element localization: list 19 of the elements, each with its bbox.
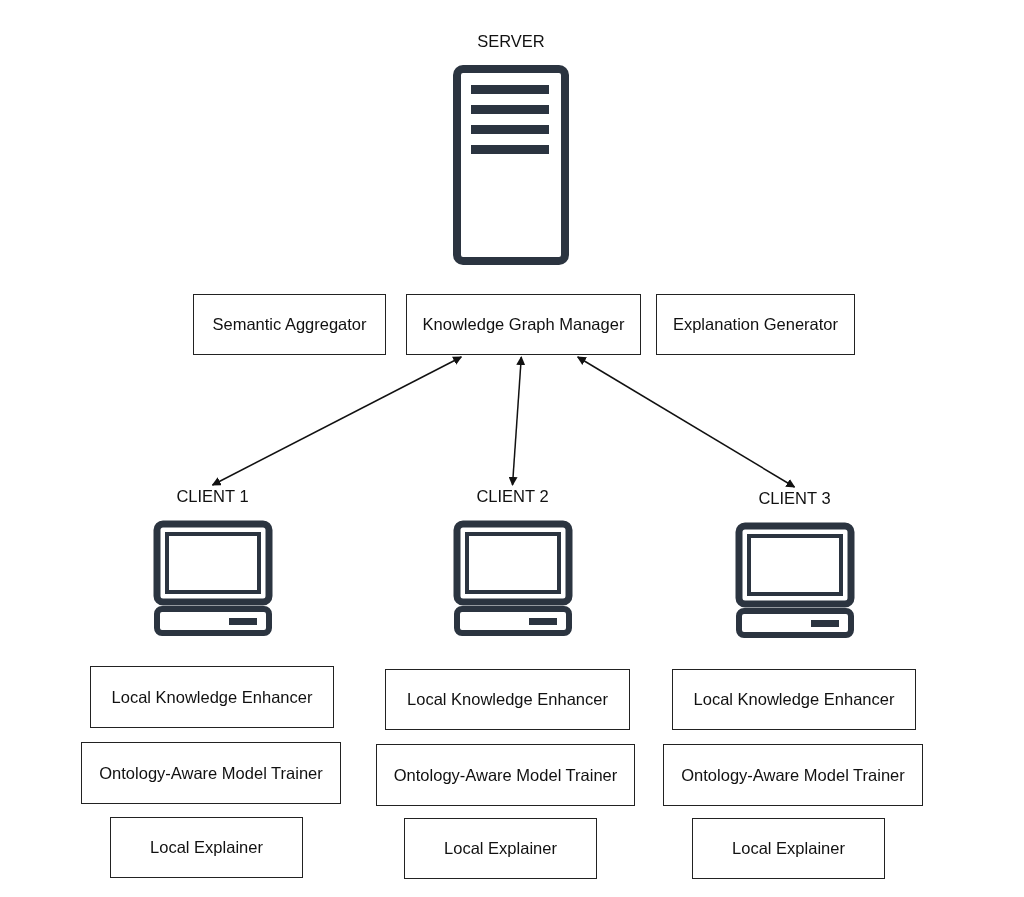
component-box: Ontology-Aware Model Trainer <box>663 744 923 806</box>
double-arrow <box>211 356 463 486</box>
double-arrow <box>508 356 526 486</box>
component-box: Local Explainer <box>110 817 303 878</box>
component-box: Ontology-Aware Model Trainer <box>376 744 635 806</box>
component-box: Local Knowledge Enhancer <box>672 669 916 730</box>
component-box: Local Explainer <box>692 818 885 879</box>
component-box: Local Knowledge Enhancer <box>90 666 334 728</box>
component-box: Knowledge Graph Manager <box>406 294 641 355</box>
double-arrow <box>576 356 796 488</box>
device-label: SERVER <box>477 32 545 51</box>
device-label: CLIENT 1 <box>176 487 249 506</box>
device-label: CLIENT 2 <box>476 487 549 506</box>
device-label: CLIENT 3 <box>758 489 831 508</box>
component-box: Semantic Aggregator <box>193 294 386 355</box>
component-box: Local Knowledge Enhancer <box>385 669 630 730</box>
component-box: Local Explainer <box>404 818 597 879</box>
component-box: Explanation Generator <box>656 294 855 355</box>
component-box: Ontology-Aware Model Trainer <box>81 742 341 804</box>
